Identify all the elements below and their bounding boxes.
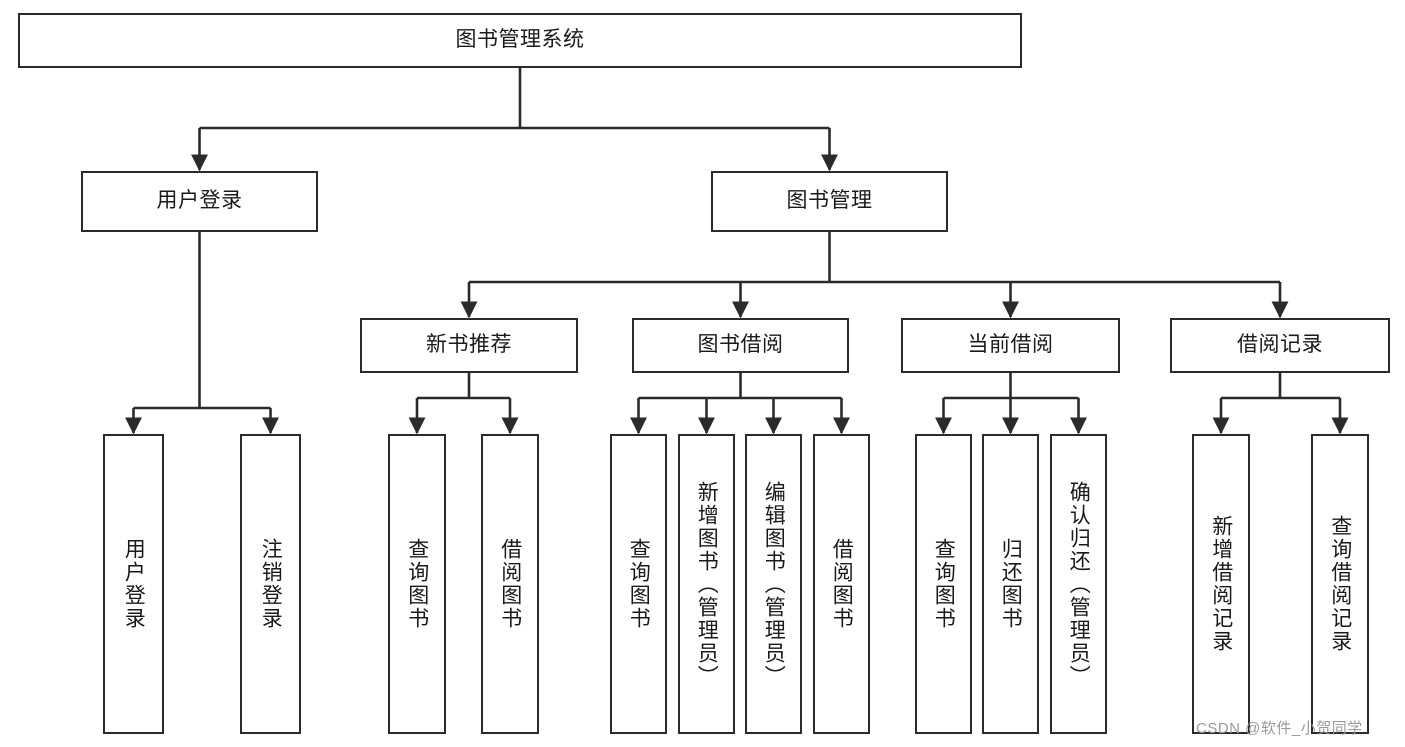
node-root[interactable]: 图书管理系统	[18, 13, 1022, 68]
node-label: 图书管理系统	[455, 28, 585, 52]
node-user-login[interactable]: 用户登录	[81, 171, 318, 232]
node-leaf-logout[interactable]: 注销登录	[240, 434, 301, 734]
node-borrow-record[interactable]: 借阅记录	[1170, 318, 1390, 373]
node-leaf-query-book-1[interactable]: 查询图书	[388, 434, 446, 734]
node-label: 当前借阅	[967, 333, 1054, 357]
node-label: 查询借阅记录	[1328, 515, 1352, 653]
node-leaf-user-login[interactable]: 用户登录	[103, 434, 164, 734]
node-leaf-borrow-book-2[interactable]: 借阅图书	[813, 434, 870, 734]
node-leaf-query-book-3[interactable]: 查询图书	[915, 434, 972, 734]
node-label: 借阅图书	[830, 538, 854, 630]
node-label: 借阅图书	[498, 538, 522, 630]
node-label: 查询图书	[627, 538, 651, 630]
node-current-borrow[interactable]: 当前借阅	[901, 318, 1120, 373]
node-leaf-add-book[interactable]: 新增图书（管理员）	[678, 434, 735, 734]
node-label: 新增图书（管理员）	[695, 480, 719, 688]
node-leaf-add-borrow-record[interactable]: 新增借阅记录	[1192, 434, 1250, 734]
node-leaf-confirm-return[interactable]: 确认归还（管理员）	[1050, 434, 1107, 734]
node-label: 注销登录	[259, 538, 283, 630]
node-book-borrow[interactable]: 图书借阅	[632, 318, 849, 373]
node-leaf-query-book-2[interactable]: 查询图书	[610, 434, 667, 734]
node-label: 查询图书	[405, 538, 429, 630]
watermark-text: CSDN @软件_小贺同学	[1196, 720, 1363, 737]
node-leaf-query-borrow-record[interactable]: 查询借阅记录	[1311, 434, 1369, 734]
node-leaf-return-book[interactable]: 归还图书	[982, 434, 1039, 734]
node-label: 确认归还（管理员）	[1067, 480, 1091, 688]
node-book-management[interactable]: 图书管理	[711, 171, 948, 232]
node-label: 新书推荐	[426, 333, 512, 357]
node-label: 编辑图书（管理员）	[762, 480, 786, 688]
node-label: 归还图书	[999, 538, 1023, 630]
node-leaf-edit-book[interactable]: 编辑图书（管理员）	[745, 434, 802, 734]
node-label: 借阅记录	[1237, 333, 1323, 357]
node-label: 图书借阅	[697, 333, 784, 357]
node-leaf-borrow-book-1[interactable]: 借阅图书	[481, 434, 539, 734]
node-label: 图书管理	[786, 189, 873, 213]
node-label: 新增借阅记录	[1209, 515, 1233, 653]
node-new-book-recommend[interactable]: 新书推荐	[360, 318, 578, 373]
node-label: 查询图书	[932, 538, 956, 630]
node-label: 用户登录	[156, 189, 243, 213]
node-label: 用户登录	[122, 538, 146, 630]
